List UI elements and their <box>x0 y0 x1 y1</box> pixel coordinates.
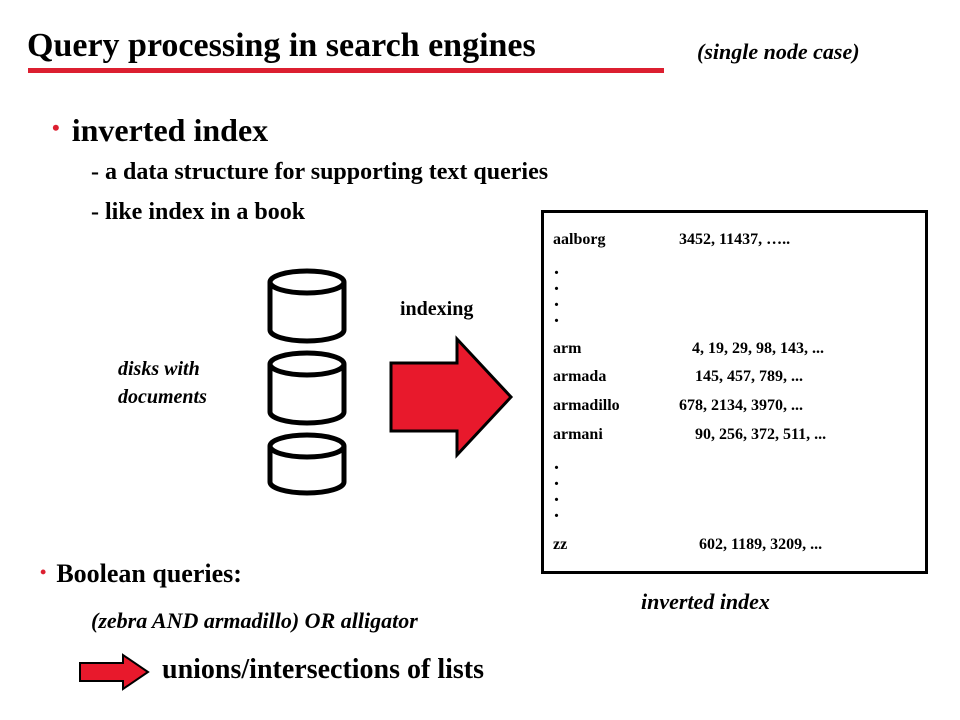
result-statement: unions/intersections of lists <box>162 654 485 685</box>
disk-stack <box>267 268 347 496</box>
index-postings: 145, 457, 789, ... <box>695 368 803 385</box>
bullet-heading: inverted index <box>71 112 269 148</box>
inverted-index-table: aalborg 3452, 11437, ….. . . . . arm 4, … <box>541 210 928 574</box>
inverted-index-caption: inverted index <box>641 589 770 614</box>
title-underline <box>28 68 664 73</box>
disk-cylinder-icon <box>267 432 347 496</box>
index-postings: 678, 2134, 3970, ... <box>679 397 803 414</box>
small-right-arrow-icon <box>79 653 150 691</box>
index-term: zz <box>553 536 568 553</box>
ellipsis-dot: . <box>554 500 559 522</box>
big-right-arrow-icon <box>389 335 514 459</box>
disk-cylinder-icon <box>267 350 347 426</box>
index-term: arm <box>553 340 582 357</box>
bullet-inverted-index: • inverted index <box>52 108 268 150</box>
index-term: armada <box>553 368 607 385</box>
disks-label-line: documents <box>118 386 207 408</box>
ellipsis-dot: . <box>554 257 559 279</box>
ellipsis-dot: . <box>554 305 559 327</box>
disk-cylinder-icon <box>267 268 347 344</box>
index-postings: 90, 256, 372, 511, ... <box>695 426 827 443</box>
index-postings: 602, 1189, 3209, ... <box>699 536 823 553</box>
bullet-marker: • <box>52 115 60 140</box>
bullet-heading: Boolean queries: <box>56 559 242 588</box>
bullet-marker: • <box>40 562 47 582</box>
disks-label-line: disks with <box>118 358 200 380</box>
index-postings: 3452, 11437, ….. <box>679 231 791 248</box>
ellipsis-dot: . <box>554 273 559 295</box>
page-subtitle: (single node case) <box>697 39 860 64</box>
index-term: armani <box>553 426 603 443</box>
sub-point-data-structure: - a data structure for supporting text q… <box>91 159 549 185</box>
sub-point-book-index: - like index in a book <box>91 199 306 225</box>
index-term: aalborg <box>553 231 606 248</box>
ellipsis-dot: . <box>554 468 559 490</box>
page-title: Query processing in search engines <box>27 27 536 64</box>
ellipsis-dot: . <box>554 484 559 506</box>
ellipsis-dot: . <box>554 452 559 474</box>
ellipsis-dot: . <box>554 289 559 311</box>
example-query: (zebra AND armadillo) OR alligator <box>91 608 418 633</box>
index-postings: 4, 19, 29, 98, 143, ... <box>692 340 824 357</box>
indexing-label: indexing <box>400 298 474 320</box>
index-term: armadillo <box>553 397 620 414</box>
bullet-boolean-queries: • Boolean queries: <box>40 555 242 591</box>
disks-label: disks with documents <box>118 355 258 411</box>
